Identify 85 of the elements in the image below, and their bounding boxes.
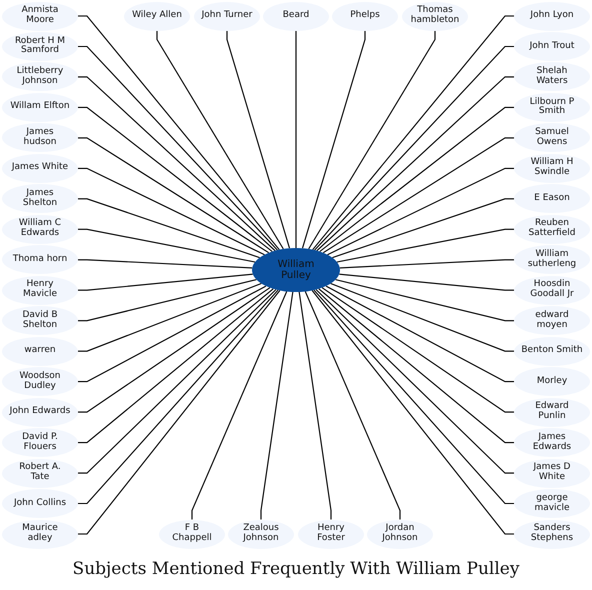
connector-line <box>78 168 265 256</box>
person-name: Sanders Stephens <box>530 524 574 544</box>
person-name: Hoosdin Goodall Jr <box>529 280 575 300</box>
person-name: William H Swindle <box>530 158 574 178</box>
person-name: Zealous Johnson <box>242 524 280 544</box>
person-name: warren <box>24 346 56 356</box>
person-name: Littleberry Johnson <box>16 67 64 87</box>
connector-line <box>78 198 260 258</box>
person-name: Woodson Dudley <box>18 372 62 392</box>
person-name: David B Shelton <box>21 310 59 331</box>
connector-line <box>304 291 401 520</box>
person-name: Wiley Allen <box>132 11 182 21</box>
center-ellipse <box>252 248 340 292</box>
connector-line <box>327 168 514 256</box>
person-name: Edward Punlin <box>534 402 570 422</box>
person-name: John Edwards <box>10 407 70 418</box>
person-name: Thomas hambleton <box>410 6 460 26</box>
connector-line <box>326 286 514 382</box>
person-name: Henry Mavicle <box>22 280 58 300</box>
connector-line <box>78 106 273 252</box>
person-name: Lilbourn P Smith <box>528 98 576 118</box>
person-name: John Turner <box>202 11 252 21</box>
connector-line <box>336 228 514 263</box>
connector-line <box>319 106 514 252</box>
person-name: george mavicle <box>533 494 571 514</box>
person-name: Shelah Waters <box>535 67 569 87</box>
person-name: William sutherleng <box>526 250 578 270</box>
connector-line <box>78 274 253 291</box>
connector-line <box>78 76 276 252</box>
connector-line <box>318 288 514 444</box>
person-name: Morley <box>536 376 568 387</box>
caption: Subjects Mentioned Frequently With William Pulley <box>72 558 520 581</box>
person-name: Robert A. Tate <box>18 463 62 483</box>
connector-line <box>78 259 252 268</box>
person-name: Phelps <box>350 11 380 21</box>
person-name: David P. Flouers <box>21 432 59 452</box>
connector-line <box>226 30 290 248</box>
person-name: Robert H M Samford <box>14 36 66 56</box>
person-name: F B Chappell <box>171 524 213 544</box>
connector-line <box>316 76 514 252</box>
person-name: Benton Smith <box>521 346 583 356</box>
person-name: Anmista Moore <box>20 6 60 26</box>
connector-line <box>78 228 256 263</box>
person-name: James Edwards <box>532 432 572 452</box>
connector-line <box>335 279 514 322</box>
person-name: Thoma horn <box>12 254 68 265</box>
person-name: William C Edwards <box>18 219 62 240</box>
person-name: Beard <box>282 11 310 21</box>
connector-line <box>330 282 514 352</box>
person-name: Samuel Owens <box>534 128 570 148</box>
connector-line <box>308 30 436 250</box>
connector-line <box>340 259 514 268</box>
connector-line <box>78 289 276 474</box>
connector-line <box>316 289 514 474</box>
connector-line <box>332 198 514 258</box>
person-name: John Trout <box>530 42 574 52</box>
person-name: Reuben Satterfield <box>528 219 576 240</box>
connector-line <box>78 279 257 322</box>
connector-line <box>298 292 332 520</box>
person-name: E Eason <box>534 194 570 204</box>
connector-line <box>295 30 297 248</box>
person-name: edward moyen <box>534 310 570 331</box>
person-name: Henry Foster <box>316 524 346 544</box>
connector-line <box>78 287 270 413</box>
connector-line <box>322 287 514 413</box>
person-name: Maurice adley <box>21 524 59 544</box>
person-name: James White <box>12 163 68 174</box>
connector-line <box>78 286 266 382</box>
person-name: John Collins <box>14 498 66 508</box>
connector-line <box>78 282 262 352</box>
person-name: John Lyon <box>530 11 574 21</box>
person-name: William Pulley <box>278 259 314 281</box>
connector-line <box>323 137 514 254</box>
person-name: Willam Elfton <box>10 102 70 112</box>
connector-line <box>302 30 366 248</box>
person-name: Jordan Johnson <box>380 524 419 544</box>
connector-line <box>78 137 269 254</box>
person-name: James hudson <box>22 128 58 148</box>
person-name: James D White <box>532 463 572 483</box>
connector-line <box>191 291 288 520</box>
person-name: James Shelton <box>22 188 58 209</box>
connector-line <box>78 288 274 444</box>
connector-line <box>339 274 514 291</box>
connector-line <box>156 30 284 250</box>
connector-line <box>260 292 294 520</box>
